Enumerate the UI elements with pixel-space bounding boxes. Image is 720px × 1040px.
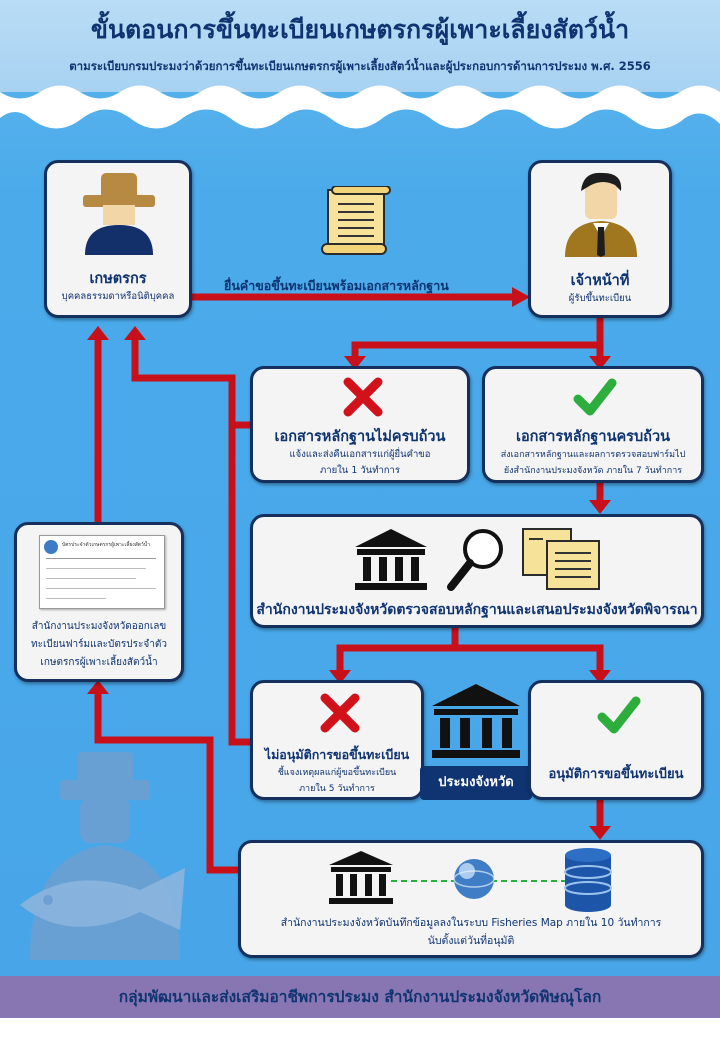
reject-line1: ชี้แจงเหตุผลแก่ผู้ขอขึ้นทะเบียน xyxy=(277,768,397,778)
docs-complete-line1: ส่งเอกสารหลักฐานและผลการตรวจสอบฟาร์มไป xyxy=(500,450,686,460)
docs-complete-box: เอกสารหลักฐานครบถ้วน ส่งเอกสารหลักฐานและ… xyxy=(482,366,704,483)
government-building-icon xyxy=(432,684,520,758)
card-issue-box: บัตรประจำตัวเกษตรกรผู้เพาะเลี้ยงสัตว์น้ำ… xyxy=(14,522,184,682)
check-icon xyxy=(573,378,617,416)
officer-title: เจ้าหน้าที่ xyxy=(570,273,630,289)
government-building-icon xyxy=(355,529,427,590)
officer-subtitle: ผู้รับขึ้นทะเบียน xyxy=(568,293,632,304)
check-icon xyxy=(597,696,641,734)
province-review-text: สำนักงานประมงจังหวัดตรวจสอบหลักฐานและเสน… xyxy=(256,602,698,618)
globe-icon xyxy=(453,859,495,899)
fish-watermark-icon xyxy=(20,868,185,930)
record-icons xyxy=(329,848,612,912)
cross-icon xyxy=(343,377,383,417)
record-box: สำนักงานประมงจังหวัดบันทึกข้อมูลลงในระบบ… xyxy=(238,840,704,958)
wave-decoration xyxy=(0,85,720,130)
docs-incomplete-line2: ภายใน 1 วันทำการ xyxy=(320,465,400,476)
farmer-title: เกษตรกร xyxy=(89,271,147,287)
docs-incomplete-title: เอกสารหลักฐานไม่ครบถ้วน xyxy=(274,429,446,445)
reject-box: ไม่อนุมัติการขอขึ้นทะเบียน ชี้แจงเหตุผลแ… xyxy=(250,680,424,800)
reject-line2: ภายใน 5 วันทำการ xyxy=(299,784,375,794)
farmer-icon xyxy=(83,173,155,255)
card-issue-line2: ทะเบียนฟาร์มและบัตรประจำตัว xyxy=(31,639,167,650)
approve-box: อนุมัติการขอขึ้นทะเบียน xyxy=(528,680,704,800)
officer-box: เจ้าหน้าที่ ผู้รับขึ้นทะเบียน xyxy=(528,160,672,318)
docs-complete-title: เอกสารหลักฐานครบถ้วน xyxy=(515,429,671,445)
officer-icon xyxy=(565,172,637,257)
database-icon xyxy=(564,848,612,912)
docs-incomplete-line1: แจ้งและส่งคืนเอกสารแก่ผู้ยื่นคำขอ xyxy=(289,449,431,460)
submit-label: ยื่นคำขอขึ้นทะเบียนพร้อมเอกสารหลักฐาน xyxy=(224,278,449,293)
province-officer-badge: ประมงจังหวัด xyxy=(420,766,532,800)
magnifier-icon xyxy=(447,529,503,591)
farmer-box: เกษตรกร บุคคลธรรมดาหรือนิติบุคคล xyxy=(44,160,192,318)
record-line1: สำนักงานประมงจังหวัดบันทึกข้อมูลลงในระบบ… xyxy=(280,917,662,929)
footer-banner: กลุ่มพัฒนาและส่งเสริมอาชีพการประมง สำนัก… xyxy=(0,976,720,1018)
record-line2: นับตั้งแต่วันที่อนุมัติ xyxy=(427,935,515,947)
card-heading: บัตรประจำตัวเกษตรกรผู้เพาะเลี้ยงสัตว์น้ำ xyxy=(62,542,151,548)
page-title: ขั้นตอนการขึ้นทะเบียนเกษตรกรผู้เพาะเลี้ย… xyxy=(90,15,630,44)
documents-icon xyxy=(522,528,600,590)
document-scroll-icon xyxy=(321,186,391,255)
docs-complete-line2: ยังสำนักงานประมงจังหวัด ภายใน 7 วันทำการ xyxy=(503,466,683,476)
cross-icon xyxy=(320,693,360,733)
government-building-icon xyxy=(329,851,393,904)
province-review-box: สำนักงานประมงจังหวัดตรวจสอบหลักฐานและเสน… xyxy=(250,514,704,628)
card-issue-line1: สำนักงานประมงจังหวัดออกเลข xyxy=(31,621,167,632)
farmer-subtitle: บุคคลธรรมดาหรือนิติบุคคล xyxy=(61,291,175,302)
card-seal-icon xyxy=(44,540,58,554)
approve-title: อนุมัติการขอขึ้นทะเบียน xyxy=(548,767,684,782)
reject-title: ไม่อนุมัติการขอขึ้นทะเบียน xyxy=(264,747,410,762)
docs-incomplete-box: เอกสารหลักฐานไม่ครบถ้วน แจ้งและส่งคืนเอก… xyxy=(250,366,470,483)
card-issue-line3: เกษตรกรผู้เพาะเลี้ยงสัตว์น้ำ xyxy=(40,657,158,668)
id-card-icon: บัตรประจำตัวเกษตรกรผู้เพาะเลี้ยงสัตว์น้ำ xyxy=(39,535,165,609)
page-subtitle: ตามระเบียบกรมประมงว่าด้วยการขึ้นทะเบียนเ… xyxy=(69,59,651,73)
header-band xyxy=(0,0,720,92)
